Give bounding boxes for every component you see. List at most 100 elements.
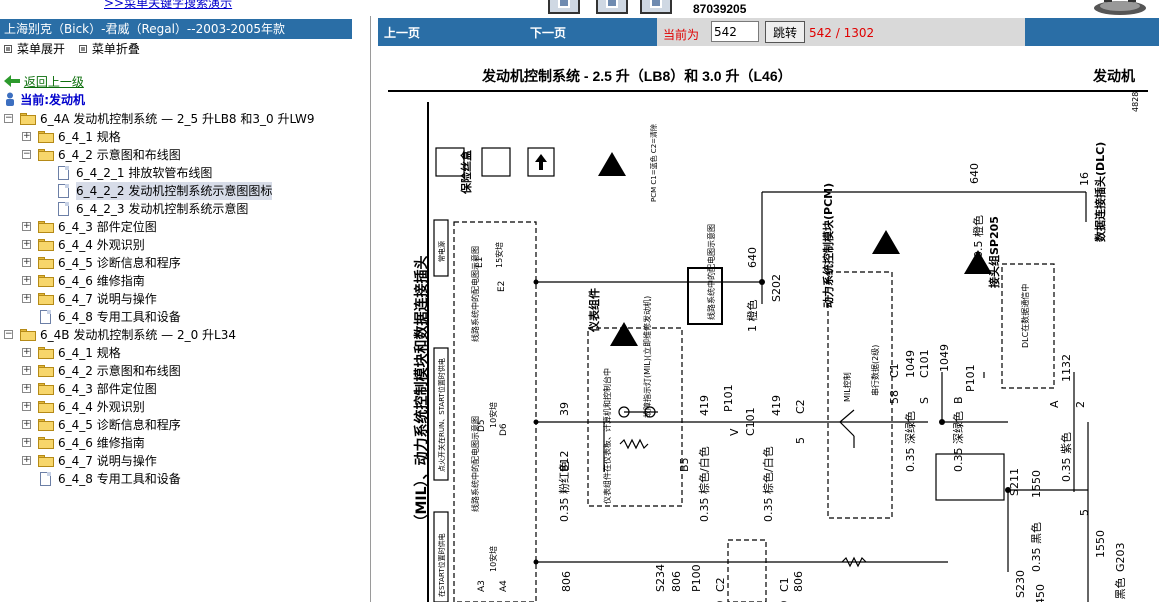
tree-folder-item[interactable]: +6_4_4 外观识别: [0, 398, 371, 416]
expand-toggle-icon[interactable]: +: [22, 239, 31, 249]
tree-document-item[interactable]: 6_4_2_3 发动机控制系统示意图: [0, 200, 371, 218]
folder-icon: [38, 221, 54, 233]
tree-folder-item[interactable]: +6_4_1 规格: [0, 128, 371, 146]
tree-folder-item[interactable]: − 6_4A 发动机控制系统 — 2_5 升LB8 和3_0 升LW9: [0, 110, 371, 128]
tree-folder-item[interactable]: +6_4_2 示意图和布线图: [0, 362, 371, 380]
expand-toggle-icon[interactable]: +: [22, 275, 31, 285]
toolbar-icon-1[interactable]: [548, 0, 580, 14]
keyword-search-demo-link[interactable]: >>菜单关键字搜索演示: [104, 0, 233, 10]
collapse-toggle-icon[interactable]: −: [4, 113, 13, 123]
svg-text:C1: C1: [888, 363, 901, 378]
tree-item-label[interactable]: 6_4_1 规格: [58, 130, 121, 144]
svg-text:E2: E2: [497, 281, 507, 292]
jump-button[interactable]: 跳转: [765, 21, 805, 43]
tree-item-label[interactable]: 6_4_2_2 发动机控制系统示意图图标: [76, 182, 273, 200]
svg-text:S202: S202: [770, 274, 783, 302]
tree-item-label[interactable]: 6_4_7 说明与操作: [58, 454, 157, 468]
tree-item-label[interactable]: 6_4_2_1 排放软管布线图: [76, 166, 213, 180]
svg-text:5: 5: [794, 437, 807, 444]
tree-item-label[interactable]: 6_4B 发动机控制系统 — 2_0 升L34: [40, 328, 236, 342]
tree-folder-item[interactable]: +6_4_1 规格: [0, 344, 371, 362]
next-page-link[interactable]: 下一页: [530, 26, 567, 40]
tree-item-label[interactable]: 6_4_3 部件定位图: [58, 382, 157, 396]
tree-item-label[interactable]: 6_4_5 诊断信息和程序: [58, 256, 181, 270]
schematic-sheet: 发动机控制系统 - 2.5 升（LB8）和 3.0 升（L46） 发动机: [388, 60, 1159, 602]
expand-toggle-icon[interactable]: +: [22, 131, 31, 141]
folder-icon: [38, 257, 54, 269]
mechanic-figure-icon: [1094, 0, 1146, 15]
collapse-toggle-icon[interactable]: −: [22, 149, 31, 159]
tree-item-label[interactable]: 6_4_4 外观识别: [58, 238, 145, 252]
tree-item-label[interactable]: 6_4_2 示意图和布线图: [58, 364, 181, 378]
tree-item-label[interactable]: 6_4_2_3 发动机控制系统示意图: [76, 202, 249, 216]
tree-item-label[interactable]: 6_4_1 规格: [58, 346, 121, 360]
square-icon: [4, 45, 12, 53]
menu-expand-button[interactable]: 菜单展开: [4, 42, 65, 56]
expand-toggle-icon[interactable]: +: [22, 365, 31, 375]
svg-text:A4: A4: [499, 580, 509, 592]
tree-folder-item[interactable]: +6_4_7 说明与操作: [0, 290, 371, 308]
svg-text:1550: 1550: [1094, 530, 1107, 558]
tree-folder-item[interactable]: +6_4_3 部件定位图: [0, 218, 371, 236]
tree-item-label[interactable]: 6_4_8 专用工具和设备: [58, 472, 181, 486]
expand-toggle-icon[interactable]: +: [22, 293, 31, 303]
svg-text:V: V: [728, 428, 741, 436]
tree-item-label[interactable]: 6_4_4 外观识别: [58, 400, 145, 414]
toolbar-icon-2[interactable]: [596, 0, 628, 14]
expand-toggle-icon[interactable]: +: [22, 437, 31, 447]
tree-document-item[interactable]: 6_4_8 专用工具和设备: [0, 470, 371, 488]
toolbar-icon-3[interactable]: [640, 0, 672, 14]
tree-folder-item[interactable]: +6_4_5 诊断信息和程序: [0, 254, 371, 272]
tree-folder-item[interactable]: − 6_4B 发动机控制系统 — 2_0 升L34: [0, 326, 371, 344]
expand-toggle-icon[interactable]: +: [22, 347, 31, 357]
svg-text:0.35 棕色/白色: 0.35 棕色/白色: [697, 446, 711, 522]
tree-folder-item[interactable]: +6_4_5 诊断信息和程序: [0, 416, 371, 434]
expand-toggle-icon[interactable]: +: [22, 221, 31, 231]
svg-text:1132: 1132: [1060, 354, 1073, 382]
tree-item-label[interactable]: 6_4_7 说明与操作: [58, 292, 157, 306]
previous-page-link[interactable]: 上一页: [384, 26, 421, 40]
folder-icon: [38, 455, 54, 467]
document-icon: [40, 472, 51, 486]
tree-item-label[interactable]: 6_4_6 维修指南: [58, 274, 145, 288]
tree-document-item[interactable]: 6_4_2_2 发动机控制系统示意图图标: [0, 182, 371, 200]
tree-document-item[interactable]: 6_4_8 专用工具和设备: [0, 308, 371, 326]
expand-toggle-icon[interactable]: +: [22, 455, 31, 465]
svg-text:0.35 粉红色: 0.35 粉红色: [557, 461, 571, 522]
tree-folder-item[interactable]: +6_4_7 说明与操作: [0, 452, 371, 470]
diagram-side-id: 482875: [1131, 92, 1140, 112]
expand-toggle-icon[interactable]: +: [22, 401, 31, 411]
tree-item-label[interactable]: 6_4A 发动机控制系统 — 2_5 升LB8 和3_0 升LW9: [40, 112, 315, 126]
tree-folder-item[interactable]: +6_4_4 外观识别: [0, 236, 371, 254]
tree-item-label[interactable]: 6_4_8 专用工具和设备: [58, 310, 181, 324]
vertical-scrollbar[interactable]: [1153, 48, 1159, 602]
expand-toggle-icon[interactable]: +: [22, 383, 31, 393]
folder-icon: [38, 437, 54, 449]
tree-folder-item[interactable]: − 6_4_2 示意图和布线图: [0, 146, 371, 164]
menu-collapse-button[interactable]: 菜单折叠: [78, 42, 140, 56]
expand-toggle-icon[interactable]: +: [22, 257, 31, 267]
page-number-input[interactable]: [711, 21, 759, 42]
tree-folder-item[interactable]: +6_4_6 维修指南: [0, 272, 371, 290]
tree-folder-item[interactable]: +6_4_6 维修指南: [0, 434, 371, 452]
folder-icon: [38, 365, 54, 377]
back-link-row[interactable]: 返回上一级: [4, 74, 84, 90]
svg-text:0.35 深绿色: 0.35 深绿色: [903, 411, 917, 472]
svg-text:10安培: 10安培: [488, 546, 498, 572]
tree-item-label[interactable]: 6_4_6 维修指南: [58, 436, 145, 450]
document-viewer: 上一页 下一页 当前为 跳转 542 / 1302 发动机控制系统 - 2.5 …: [378, 16, 1159, 602]
collapse-toggle-icon[interactable]: −: [4, 329, 13, 339]
tree-folder-item[interactable]: +6_4_3 部件定位图: [0, 380, 371, 398]
tree-item-label[interactable]: 6_4_5 诊断信息和程序: [58, 418, 181, 432]
tree-document-item[interactable]: 6_4_2_1 排放软管布线图: [0, 164, 371, 182]
tree-item-label[interactable]: 6_4_3 部件定位图: [58, 220, 157, 234]
svg-text:E1: E1: [475, 257, 485, 268]
tree-item-label[interactable]: 6_4_2 示意图和布线图: [58, 148, 181, 162]
title-rule: [388, 90, 1148, 92]
back-link[interactable]: 返回上一级: [23, 75, 84, 89]
svg-text:P101: P101: [722, 384, 735, 412]
expand-toggle-icon[interactable]: +: [22, 419, 31, 429]
wiring-diagram: 482875 （MIL）、动力系统控制模块和数据连接插头 保险丝盒 常电源 点火…: [413, 92, 1140, 602]
svg-text:A: A: [1048, 400, 1061, 408]
top-number: 87039205: [693, 2, 747, 16]
